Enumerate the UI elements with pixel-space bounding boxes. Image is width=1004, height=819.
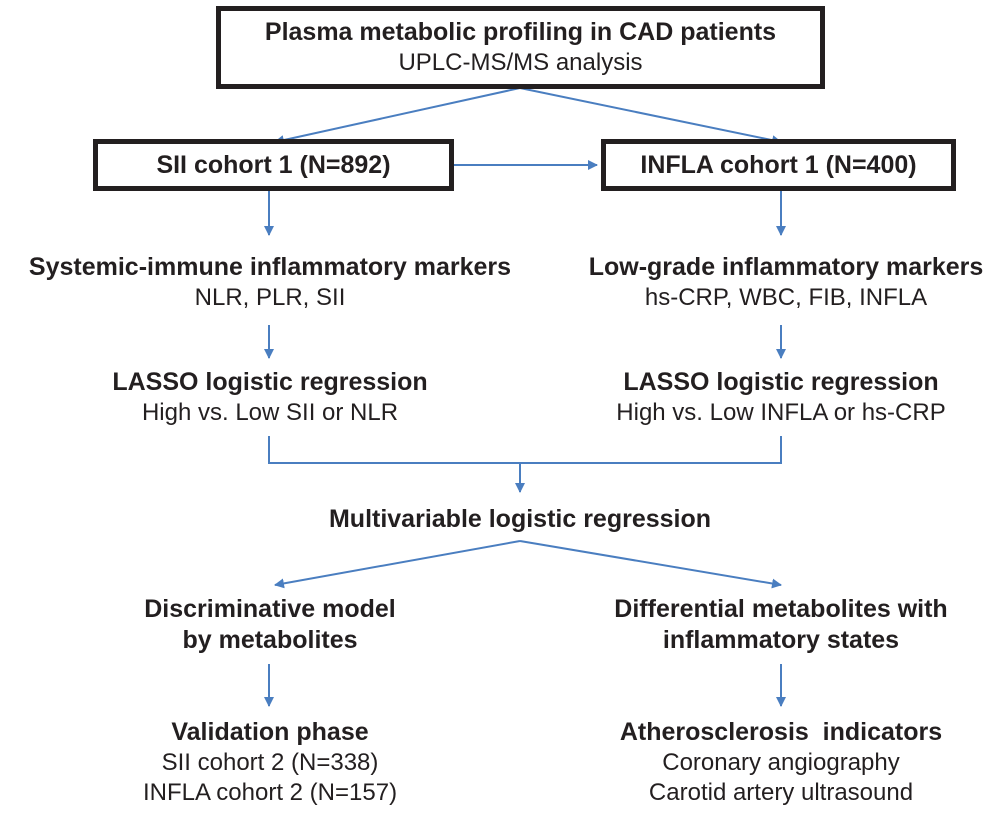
left-markers-title: Systemic-immune inflammatory markers <box>28 253 512 281</box>
right-markers-title: Low-grade inflammatory markers <box>588 253 984 281</box>
right-lasso-title: LASSO logistic regression <box>623 368 939 396</box>
left-markers: Systemic-immune inflammatory markers NLR… <box>0 252 540 313</box>
atherosclerosis: Atherosclerosis indicators Coronary angi… <box>568 717 994 808</box>
atherosclerosis-line2: Carotid artery ultrasound <box>648 779 914 806</box>
validation: Validation phase SII cohort 2 (N=338) IN… <box>60 717 480 808</box>
right-lasso: LASSO logistic regression High vs. Low I… <box>568 367 994 428</box>
right-markers: Low-grade inflammatory markers hs-CRP, W… <box>568 252 1004 313</box>
infla-cohort-box: INFLA cohort 1 (N=400) <box>601 139 956 191</box>
discriminative-line1: Discriminative model <box>144 595 396 623</box>
top-box: Plasma metabolic profiling in CAD patien… <box>216 6 825 89</box>
differential-line2: inflammatory states <box>662 626 900 654</box>
discriminative: Discriminative model by metabolites <box>60 594 480 656</box>
validation-title: Validation phase <box>171 718 369 746</box>
left-lasso-sub: High vs. Low SII or NLR <box>141 399 399 426</box>
merge-bracket <box>268 436 782 464</box>
differential-line1: Differential metabolites with <box>614 595 948 623</box>
discriminative-line2: by metabolites <box>182 626 358 654</box>
sii-cohort-label: SII cohort 1 (N=892) <box>156 150 391 179</box>
left-lasso: LASSO logistic regression High vs. Low S… <box>60 367 480 428</box>
infla-cohort-label: INFLA cohort 1 (N=400) <box>640 150 917 179</box>
left-lasso-title: LASSO logistic regression <box>112 368 428 396</box>
top-title: Plasma metabolic profiling in CAD patien… <box>264 18 777 46</box>
differential: Differential metabolites with inflammato… <box>568 594 994 656</box>
atherosclerosis-line1: Coronary angiography <box>662 749 900 776</box>
left-markers-list: NLR, PLR, SII <box>194 284 346 311</box>
arrow-multi-to-differential <box>519 540 782 589</box>
sii-cohort-box: SII cohort 1 (N=892) <box>93 139 454 191</box>
validation-line1: SII cohort 2 (N=338) <box>161 749 379 776</box>
multivariable-label: Multivariable logistic regression <box>328 505 712 533</box>
right-lasso-sub: High vs. Low INFLA or hs-CRP <box>616 399 946 426</box>
validation-line2: INFLA cohort 2 (N=157) <box>142 779 398 806</box>
right-markers-list: hs-CRP, WBC, FIB, INFLA <box>644 284 928 311</box>
arrow-top-to-sii <box>274 87 521 145</box>
arrow-top-to-infla <box>519 87 782 146</box>
atherosclerosis-title: Atherosclerosis indicators <box>619 718 943 746</box>
multivariable: Multivariable logistic regression <box>260 504 780 535</box>
arrow-multi-to-discriminative <box>274 540 521 589</box>
top-subtitle: UPLC-MS/MS analysis <box>398 49 643 76</box>
